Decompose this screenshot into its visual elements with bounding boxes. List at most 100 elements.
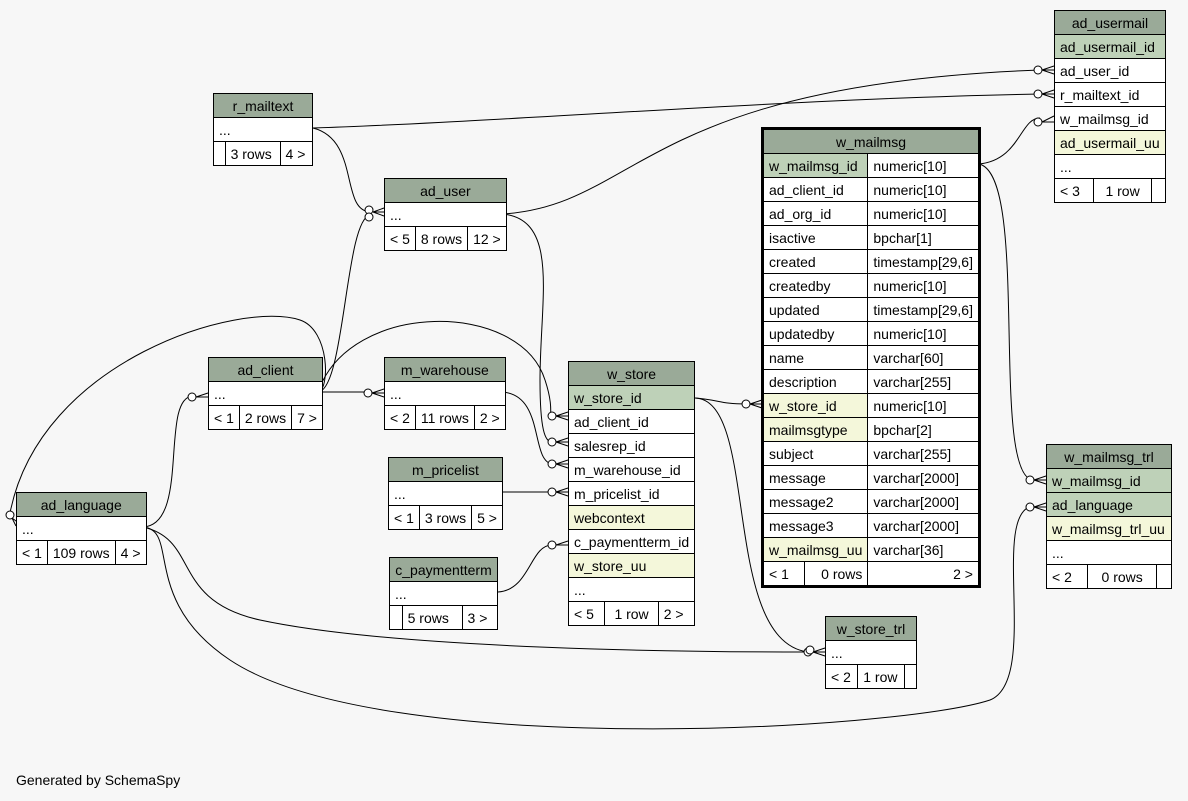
table-title[interactable]: m_pricelist: [388, 457, 503, 482]
column-ad-org-id: ad_org_id: [761, 201, 869, 226]
parents-link[interactable]: < 3: [1053, 178, 1095, 203]
column-ellipsis: ...: [213, 117, 313, 142]
row-count: 3 rows: [418, 505, 473, 530]
column-type: varchar[36]: [867, 537, 980, 562]
row-count: 109 rows: [46, 540, 116, 565]
row-count: 3 rows: [224, 141, 281, 166]
column-webcontext: webcontext: [567, 505, 696, 530]
table-w-store-trl[interactable]: w_store_trl ... < 2 1 row: [824, 616, 917, 689]
table-ad-user[interactable]: ad_user ... < 5 8 rows 12 >: [384, 178, 507, 251]
column-created: created: [761, 249, 869, 274]
column-description: description: [761, 369, 869, 394]
parents-link[interactable]: < 2: [1046, 564, 1088, 589]
column-type: varchar[2000]: [867, 465, 980, 490]
parents-link[interactable]: < 1: [208, 405, 240, 430]
column-ad-user-id: ad_user_id: [1054, 58, 1166, 83]
column-subject: subject: [761, 441, 869, 466]
table-title[interactable]: ad_language: [16, 492, 147, 517]
parents-link[interactable]: < 1: [16, 540, 48, 565]
children-link[interactable]: 4 >: [114, 540, 147, 565]
column-w-mailmsg-id: w_mailmsg_id: [1046, 468, 1172, 493]
table-w-store[interactable]: w_store w_store_id ad_client_id salesrep…: [567, 361, 696, 626]
parents-link[interactable]: < 5: [567, 601, 606, 626]
parents-link[interactable]: < 1: [764, 562, 805, 585]
row-count: 0 rows: [821, 565, 863, 582]
table-c-paymentterm[interactable]: c_paymentterm ... 5 rows 3 >: [389, 557, 499, 630]
column-type: numeric[10]: [867, 393, 980, 418]
table-title[interactable]: w_store_trl: [825, 616, 917, 641]
table-title[interactable]: w_mailmsg_trl: [1046, 444, 1172, 469]
table-m-pricelist[interactable]: m_pricelist ... < 1 3 rows 5 >: [388, 457, 503, 530]
table-title[interactable]: w_store: [567, 361, 696, 386]
column-ad-language: ad_language: [1046, 492, 1172, 517]
column-ellipsis: ...: [388, 481, 503, 506]
column-type: varchar[255]: [867, 441, 980, 466]
table-ad-usermail[interactable]: ad_usermail ad_usermail_id ad_user_id r_…: [1053, 10, 1167, 203]
column-message2: message2: [761, 489, 869, 514]
parents-link[interactable]: < 5: [384, 226, 416, 251]
column-w-mailmsg-id: w_mailmsg_id: [1054, 106, 1166, 131]
column-w-mailmsg-trl-uu: w_mailmsg_trl_uu: [1046, 516, 1172, 541]
column-message3: message3: [761, 513, 869, 538]
table-m-warehouse[interactable]: m_warehouse ... < 2 11 rows 2 >: [384, 357, 506, 430]
column-type: varchar[60]: [867, 345, 980, 370]
children-link[interactable]: 5 >: [471, 505, 503, 530]
children-link[interactable]: 12 >: [467, 226, 507, 251]
table-title[interactable]: r_mailtext: [213, 93, 313, 118]
table-title[interactable]: ad_client: [208, 357, 323, 382]
column-ellipsis: ...: [384, 202, 507, 227]
column-isactive: isactive: [761, 225, 869, 250]
table-ad-client[interactable]: ad_client ... < 1 2 rows 7 >: [208, 357, 323, 430]
children-link[interactable]: [1156, 564, 1172, 589]
children-link[interactable]: 3 >: [461, 605, 499, 630]
parents-link[interactable]: [389, 605, 403, 630]
column-ad-usermail-uu: ad_usermail_uu: [1054, 130, 1166, 155]
children-link[interactable]: 7 >: [291, 405, 323, 430]
column-type: bpchar[1]: [867, 225, 980, 250]
children-link[interactable]: 2 >: [867, 561, 980, 587]
row-count: 8 rows: [414, 226, 469, 251]
column-type: varchar[2000]: [867, 513, 980, 538]
parents-link[interactable]: [213, 141, 226, 166]
column-w-mailmsg-id: w_mailmsg_id: [761, 153, 869, 178]
column-type: bpchar[2]: [867, 417, 980, 442]
column-type: numeric[10]: [867, 321, 980, 346]
row-count: 11 rows: [414, 405, 475, 430]
column-ad-client-id: ad_client_id: [567, 409, 696, 434]
column-ellipsis: ...: [384, 381, 506, 406]
children-link[interactable]: [1150, 178, 1167, 203]
parents-link[interactable]: < 1: [388, 505, 420, 530]
column-type: varchar[2000]: [867, 489, 980, 514]
children-link[interactable]: 4 >: [279, 141, 314, 166]
table-title[interactable]: w_mailmsg: [762, 128, 980, 154]
children-link[interactable]: 2 >: [473, 405, 506, 430]
column-type: numeric[10]: [867, 177, 980, 202]
column-w-store-id: w_store_id: [761, 393, 869, 418]
column-type: varchar[255]: [867, 369, 980, 394]
parents-link[interactable]: < 2: [824, 664, 859, 689]
table-title[interactable]: ad_usermail: [1054, 10, 1166, 35]
row-count: 0 rows: [1086, 564, 1158, 589]
column-updatedby: updatedby: [761, 321, 869, 346]
column-type: numeric[10]: [867, 273, 980, 298]
table-title[interactable]: ad_user: [384, 178, 507, 203]
column-name: name: [761, 345, 869, 370]
row-count: 2 rows: [238, 405, 293, 430]
column-updated: updated: [761, 297, 869, 322]
column-type: numeric[10]: [867, 153, 980, 178]
table-w-mailmsg-trl[interactable]: w_mailmsg_trl w_mailmsg_id ad_language w…: [1046, 444, 1172, 589]
column-mailmsgtype: mailmsgtype: [761, 417, 869, 442]
table-title[interactable]: m_warehouse: [384, 357, 506, 382]
children-link[interactable]: [904, 664, 917, 689]
row-count: 1 row: [1093, 178, 1152, 203]
parents-link[interactable]: < 2: [384, 405, 416, 430]
table-ad-language[interactable]: ad_language ... < 1 109 rows 4 >: [16, 492, 147, 565]
footer-left: < 1 0 rows: [761, 561, 869, 587]
table-r-mailtext[interactable]: r_mailtext ... 3 rows 4 >: [213, 93, 314, 166]
column-type: timestamp[29,6]: [867, 297, 980, 322]
table-title[interactable]: c_paymentterm: [389, 557, 498, 582]
children-link[interactable]: 2 >: [657, 601, 696, 626]
column-ad-client-id: ad_client_id: [761, 177, 869, 202]
